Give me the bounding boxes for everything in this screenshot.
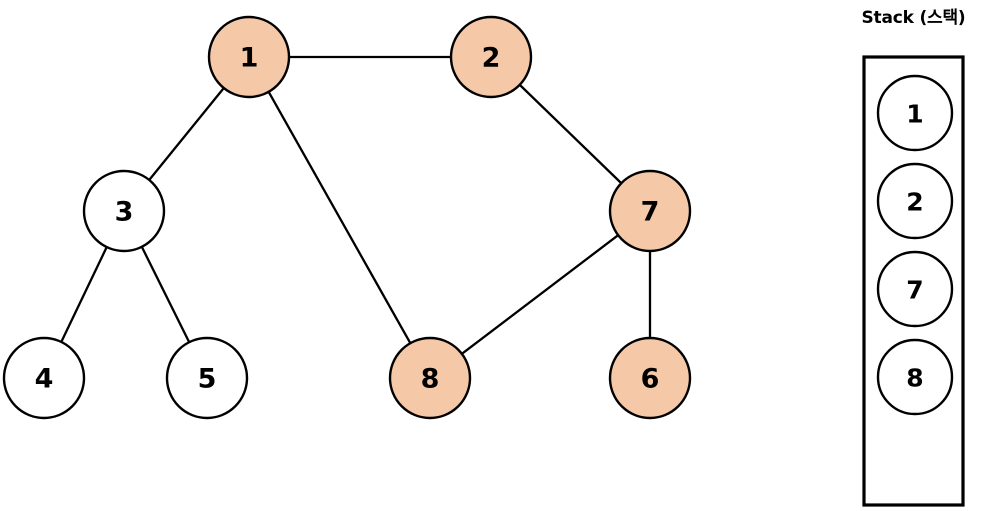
graph-node-circle-3 bbox=[82, 169, 166, 253]
graph-node-8[interactable]: 8 bbox=[388, 336, 472, 420]
graph-node-6[interactable]: 6 bbox=[608, 336, 692, 420]
stack-title: Stack (스택) bbox=[861, 8, 966, 28]
stack-item-label-2: 7 bbox=[906, 276, 923, 305]
graph-node-label-2: 2 bbox=[482, 43, 501, 74]
graph-edges-layer bbox=[59, 55, 652, 356]
graph-node-circle-5 bbox=[165, 336, 249, 420]
graph-node-circle-8 bbox=[388, 336, 472, 420]
graph-node-circle-1 bbox=[207, 15, 291, 99]
stack-item-circle-2 bbox=[876, 250, 954, 328]
graph-node-label-3: 3 bbox=[115, 197, 134, 228]
stack-item-circle-3 bbox=[876, 338, 954, 416]
graph-nodes-layer: 1 2 3 7 4 5 8 6 bbox=[2, 15, 692, 420]
graph-node-circle-2 bbox=[449, 15, 533, 99]
graph-node-label-6: 6 bbox=[641, 364, 660, 395]
stack-item[interactable]: 2 bbox=[876, 162, 954, 240]
graph-edge-3-4 bbox=[59, 245, 109, 344]
stack-panel: 1 2 7 8 bbox=[862, 55, 965, 507]
stack-item-label-0: 1 bbox=[906, 100, 923, 129]
graph-node-2[interactable]: 2 bbox=[449, 15, 533, 99]
graph-node-4[interactable]: 4 bbox=[2, 336, 86, 420]
graph-edge-7-8 bbox=[459, 233, 621, 356]
graph-node-5[interactable]: 5 bbox=[165, 336, 249, 420]
stack-item[interactable]: 7 bbox=[876, 250, 954, 328]
graph-edge-1-3 bbox=[147, 86, 226, 182]
graph-edge-1-8 bbox=[267, 89, 412, 346]
graph-edge-2-7 bbox=[517, 82, 624, 186]
stack-item-circle-0 bbox=[876, 74, 954, 152]
stack-item-label-3: 8 bbox=[906, 364, 923, 393]
stack-item[interactable]: 8 bbox=[876, 338, 954, 416]
graph-node-label-8: 8 bbox=[421, 364, 440, 395]
graph-node-label-1: 1 bbox=[240, 43, 259, 74]
stack-container bbox=[862, 55, 965, 507]
graph-node-label-5: 5 bbox=[198, 364, 217, 395]
graph-node-label-7: 7 bbox=[641, 197, 660, 228]
graph-node-circle-7 bbox=[608, 169, 692, 253]
graph-node-7[interactable]: 7 bbox=[608, 169, 692, 253]
graph-node-circle-6 bbox=[608, 336, 692, 420]
graph-node-3[interactable]: 3 bbox=[82, 169, 166, 253]
graph-node-label-4: 4 bbox=[35, 364, 54, 395]
stack-item[interactable]: 1 bbox=[876, 74, 954, 152]
stack-item-circle-1 bbox=[876, 162, 954, 240]
graph-node-circle-4 bbox=[2, 336, 86, 420]
graph-node-1[interactable]: 1 bbox=[207, 15, 291, 99]
graph-edge-3-5 bbox=[140, 244, 191, 345]
stack-item-label-1: 2 bbox=[906, 188, 923, 217]
